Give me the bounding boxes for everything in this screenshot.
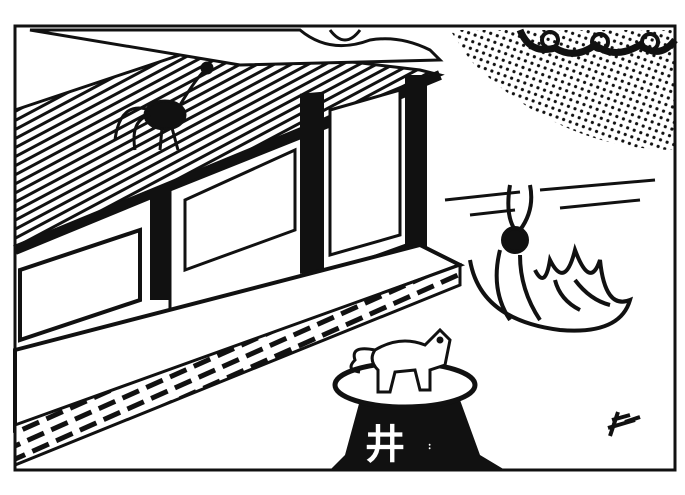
artist-signature — [607, 411, 641, 437]
dog — [349, 327, 452, 394]
well-label: 井 — [365, 421, 405, 468]
pavilion — [18, 75, 427, 343]
rooster — [113, 61, 214, 151]
well: 井 ᠄ — [330, 360, 505, 470]
sun — [450, 28, 678, 150]
well-label-suffix: ᠄ — [425, 440, 431, 456]
terrace-platform — [13, 242, 466, 468]
fire-creature — [468, 184, 634, 333]
cloud-streaks — [444, 178, 656, 217]
